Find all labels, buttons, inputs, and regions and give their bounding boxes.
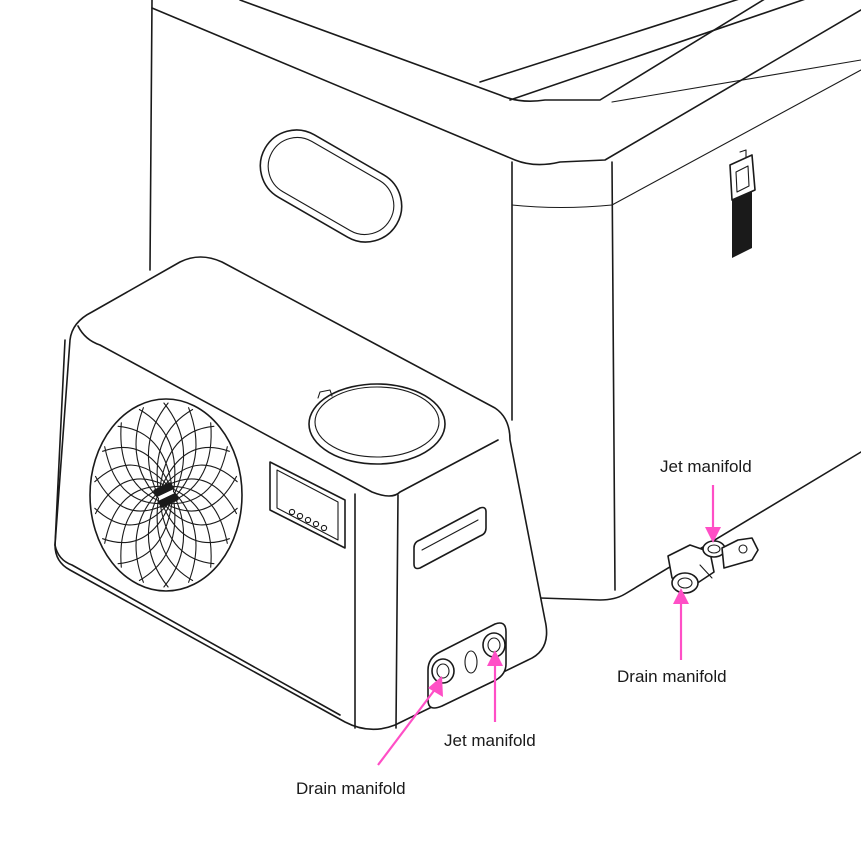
fan-blade-line xyxy=(159,500,215,565)
fan-blade-line xyxy=(171,422,212,502)
fan-blade-line xyxy=(120,488,161,568)
fan-blade-line xyxy=(135,491,160,583)
fan-blade-line xyxy=(156,408,194,493)
fan-blade-line xyxy=(104,485,163,544)
chiller-drain-port-outer xyxy=(431,658,455,684)
fan-blade-line xyxy=(120,422,161,502)
fan-blade-line xyxy=(147,402,169,496)
fan-blade-line xyxy=(161,503,230,544)
fan-blade-line xyxy=(172,407,197,499)
fan-blade-line xyxy=(164,504,238,526)
label-chiller-jet: Jet manifold xyxy=(444,731,536,750)
chiller-top-edge xyxy=(77,325,499,497)
fan-blade-line xyxy=(94,464,168,486)
chiller-unit xyxy=(54,256,548,731)
fan-blade-line xyxy=(156,497,194,582)
label-tub-jet: Jet manifold xyxy=(660,457,752,476)
callout-chiller-drain: Drain manifold xyxy=(296,676,443,798)
tub-jet-port-inner xyxy=(707,544,721,554)
tub-rim-inner-right xyxy=(509,0,805,101)
manifold-valve-knob xyxy=(738,544,748,554)
chiller-lid xyxy=(308,383,446,465)
chiller-base-line xyxy=(54,544,341,716)
fan-blade-line xyxy=(169,446,228,505)
fan-blade-line xyxy=(163,494,185,588)
fan-blade-line xyxy=(135,407,160,499)
tub-corner-right xyxy=(611,161,616,591)
fan-blade-line xyxy=(166,475,238,512)
fan-blade-line xyxy=(94,475,166,512)
chiller-port-panel xyxy=(427,622,507,709)
chiller-left-edge xyxy=(54,339,66,546)
chiller-drain-port-inner xyxy=(436,663,450,679)
tub-bottom-edge xyxy=(539,451,861,601)
fan-blade-line xyxy=(138,497,176,582)
manifold-seam xyxy=(699,564,713,579)
fan-blade-line xyxy=(104,446,163,505)
chiller-front-side-edge xyxy=(395,494,399,729)
callout-chiller-jet: Jet manifold xyxy=(444,650,536,750)
fan-blade-line xyxy=(171,488,212,568)
callout-tub-drain: Drain manifold xyxy=(617,588,727,686)
fan-blade-line xyxy=(172,491,197,583)
fan-blade-line xyxy=(138,408,176,493)
fan-blade-line xyxy=(102,446,171,487)
tub-right-band xyxy=(611,69,861,206)
control-panel xyxy=(269,461,346,549)
tub-rim-ledge xyxy=(479,0,739,83)
tub-drain-port-inner xyxy=(677,577,693,589)
fan-blade-line xyxy=(94,478,166,515)
fan-blade-line xyxy=(117,500,173,565)
callout-tub-jet: Jet manifold xyxy=(660,457,752,543)
port-panel-slot xyxy=(464,650,478,674)
fan-blade-line xyxy=(163,402,185,496)
label-chiller-drain: Drain manifold xyxy=(296,779,406,798)
tub-drain-port-outer xyxy=(671,572,699,594)
cold-tub xyxy=(149,0,861,601)
tub-rim-outer xyxy=(151,7,861,166)
tub-left-edge xyxy=(149,0,153,271)
label-tub-drain: Drain manifold xyxy=(617,667,727,686)
tub-manifold xyxy=(667,537,759,594)
fan-blade-line xyxy=(102,503,171,544)
fan-blade-line xyxy=(94,504,168,526)
fan-blade-line xyxy=(161,446,230,487)
chiller-fan xyxy=(89,398,243,592)
fan-blade-line xyxy=(169,485,228,544)
fan-blade-line xyxy=(159,425,215,490)
fan-blade-line xyxy=(164,464,238,486)
tub-rim-inner xyxy=(239,0,765,102)
tub-handle xyxy=(259,129,403,243)
fan-blade-line xyxy=(147,494,169,588)
fan-blade-line xyxy=(166,478,238,515)
tub-corner-band xyxy=(511,204,613,209)
tub-strap-buckle xyxy=(729,149,756,258)
callouts: Jet manifold Drain manifold Jet manifold… xyxy=(296,457,752,798)
chiller-side-handle xyxy=(413,506,487,570)
fan-blade-line xyxy=(117,425,173,490)
control-panel-buttons xyxy=(288,508,328,532)
manifold-valve xyxy=(721,537,759,569)
tub-rim-lip xyxy=(611,59,861,103)
fan-spokes xyxy=(94,402,238,588)
